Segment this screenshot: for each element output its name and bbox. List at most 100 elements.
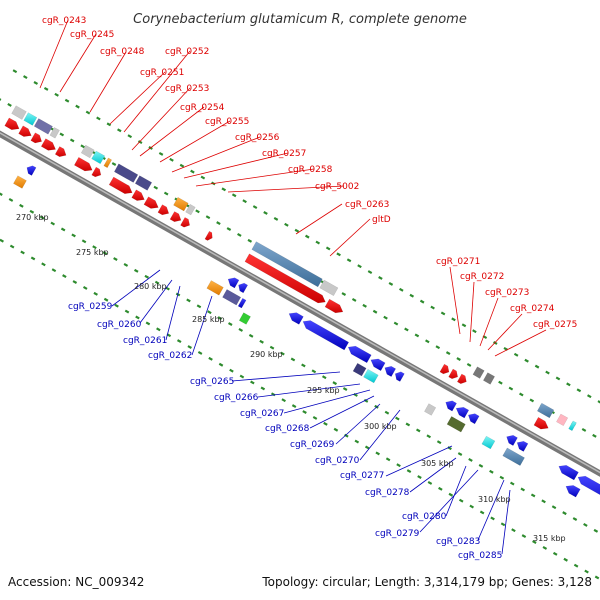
tick-mark [436, 440, 442, 445]
tick-mark [39, 215, 45, 220]
tick-mark [566, 382, 571, 387]
tick-mark [552, 551, 558, 556]
gene-feature [23, 112, 38, 126]
gene-label[interactable]: cgR_0248 [100, 47, 145, 57]
gene-label[interactable]: gltD [372, 215, 391, 225]
gene-label[interactable]: cgR_0261 [123, 336, 167, 346]
tick-mark [532, 540, 537, 544]
tick-mark [545, 370, 550, 375]
tick-mark [341, 292, 347, 296]
gene-label[interactable]: cgR_0245 [70, 30, 114, 40]
tick-mark [281, 398, 286, 403]
tick-mark [231, 193, 237, 198]
gene-label[interactable]: cgR_0259 [68, 302, 113, 312]
gene-label[interactable]: cgR_0260 [97, 320, 142, 330]
gene-label[interactable]: cgR_0255 [205, 117, 249, 127]
tick-mark [513, 352, 519, 357]
gene-feature [54, 146, 67, 158]
tick-mark [409, 293, 415, 298]
gene-label[interactable]: cgR_0273 [485, 288, 529, 298]
gene-label[interactable]: cgR_0256 [235, 133, 280, 143]
tick-mark [144, 274, 150, 279]
gene-label[interactable]: cgR_0283 [436, 537, 480, 547]
gene-label[interactable]: cgR_0258 [288, 165, 333, 175]
tick-mark [576, 388, 582, 393]
tick-mark [385, 457, 391, 462]
gene-label[interactable]: cgR_0253 [165, 84, 209, 94]
tick-mark [158, 151, 164, 156]
gene-label[interactable]: cgR_0278 [365, 488, 410, 498]
leader-line [165, 285, 181, 341]
gene-label[interactable]: cgR_0266 [214, 393, 259, 403]
tick-mark [80, 144, 85, 149]
leader-line [309, 395, 375, 429]
gene-feature [533, 416, 549, 430]
tick-mark [393, 321, 399, 326]
gene-label[interactable]: cgR_0271 [436, 257, 480, 267]
gene-feature [506, 435, 518, 446]
gene-label[interactable]: cgR_0267 [240, 409, 284, 419]
gene-feature [565, 485, 581, 498]
gene-label[interactable]: cgR_5002 [315, 182, 359, 192]
tick-mark [521, 534, 527, 539]
tick-mark [479, 510, 485, 515]
gene-label[interactable]: cgR_0262 [148, 351, 192, 361]
gene-feature [108, 176, 133, 194]
tick-mark [72, 280, 78, 284]
tick-mark [551, 505, 557, 510]
tick-mark [378, 276, 383, 280]
tick-mark [593, 528, 599, 533]
gene-label[interactable]: cgR_0263 [345, 200, 389, 210]
gene-label[interactable]: cgR_0251 [140, 68, 184, 78]
gene-label[interactable]: cgR_0254 [180, 103, 225, 113]
tick-mark [187, 345, 192, 349]
tick-mark [207, 310, 212, 315]
gene-feature [516, 440, 529, 452]
tick-mark [364, 445, 370, 450]
gene-label[interactable]: cgR_0272 [460, 272, 504, 282]
leader-line [469, 281, 475, 343]
gene-feature [204, 230, 213, 241]
gene-label[interactable]: cgR_0277 [340, 471, 384, 481]
tick-mark [493, 341, 498, 345]
leader-line [59, 33, 97, 93]
backbone-highlight [0, 132, 600, 474]
gene-label[interactable]: cgR_0285 [458, 551, 502, 561]
gene-label[interactable]: cgR_0275 [533, 320, 577, 330]
leader-line [445, 465, 467, 517]
tick-mark [362, 303, 367, 308]
gene-feature [394, 371, 405, 382]
scale-label: 285 kbp [192, 315, 225, 324]
leader-line [477, 479, 505, 541]
gene-label[interactable]: cgR_0279 [375, 529, 420, 539]
genome-backbone [0, 130, 600, 477]
tick-mark [137, 140, 143, 145]
gene-label[interactable]: cgR_0243 [42, 16, 86, 26]
gene-label[interactable]: cgR_0257 [262, 149, 306, 159]
gene-feature [227, 277, 240, 289]
gene-label[interactable]: cgR_0252 [165, 47, 209, 57]
tick-mark [197, 350, 203, 355]
gene-label[interactable]: cgR_0270 [315, 456, 360, 466]
tick-mark [247, 238, 253, 243]
gene-label[interactable]: cgR_0265 [190, 377, 234, 387]
leader-line [109, 71, 166, 125]
tick-mark [237, 232, 242, 237]
gene-feature [157, 204, 170, 216]
tick-mark [451, 317, 456, 322]
gene-feature [568, 420, 577, 432]
tick-mark [333, 427, 339, 432]
gene-feature [502, 447, 525, 466]
tick-mark [0, 238, 4, 243]
tick-mark [290, 357, 296, 362]
leader-line [257, 383, 361, 398]
gene-label[interactable]: cgR_0274 [510, 304, 555, 314]
gene-label[interactable]: cgR_0269 [290, 440, 335, 450]
tick-mark [217, 316, 223, 321]
scale-label: 310 kbp [478, 495, 511, 504]
leader-line [449, 266, 461, 335]
gene-label[interactable]: cgR_0280 [402, 512, 447, 522]
tick-mark [179, 163, 185, 168]
tick-mark [346, 258, 352, 263]
gene-label[interactable]: cgR_0268 [265, 424, 310, 434]
